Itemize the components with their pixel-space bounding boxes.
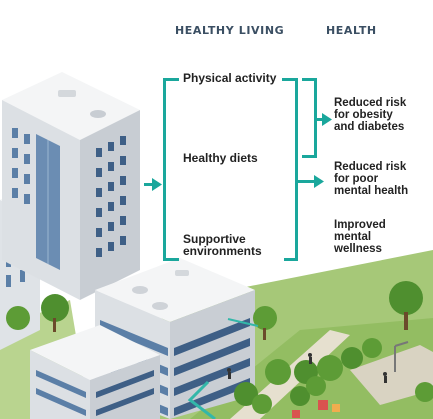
input-physical-activity: Physical activity bbox=[183, 71, 277, 85]
plaza bbox=[350, 345, 433, 405]
outcome1-arrow-icon bbox=[322, 113, 332, 126]
right-bracket-spine bbox=[295, 78, 298, 261]
inner-bracket-top bbox=[302, 78, 317, 81]
header-healthy-living: HEALTHY LIVING bbox=[175, 24, 285, 37]
people bbox=[227, 353, 387, 383]
right-bracket-bottom bbox=[284, 258, 298, 261]
left-bracket-bottom bbox=[163, 258, 179, 261]
inner-bracket-bottom bbox=[302, 155, 317, 158]
input-supportive-environments: Supportive environments bbox=[183, 232, 262, 258]
playground bbox=[292, 341, 409, 418]
header-health: HEALTH bbox=[326, 24, 377, 37]
tall-tower bbox=[2, 72, 140, 300]
running-path bbox=[187, 380, 216, 419]
outcome2-arrow-shaft bbox=[298, 180, 318, 183]
left-bracket-spine bbox=[163, 78, 166, 261]
outcome-obesity-diabetes: Reduced risk for obesity and diabetes bbox=[334, 97, 407, 133]
input-healthy-diets: Healthy diets bbox=[183, 151, 258, 165]
trees bbox=[6, 281, 433, 414]
outcome2-arrow-icon bbox=[314, 175, 324, 188]
apartment-block bbox=[30, 258, 255, 419]
input-arrow-shaft bbox=[144, 183, 156, 186]
inner-bracket-spine bbox=[314, 78, 317, 158]
outcome-mental-wellness: Improved mental wellness bbox=[334, 219, 386, 255]
outcome-mental-health: Reduced risk for poor mental health bbox=[334, 161, 409, 197]
right-bracket-top bbox=[282, 78, 298, 81]
input-arrow-icon bbox=[152, 178, 162, 191]
outcome1-arrow-shaft bbox=[317, 118, 325, 121]
left-bracket-top bbox=[163, 78, 179, 81]
